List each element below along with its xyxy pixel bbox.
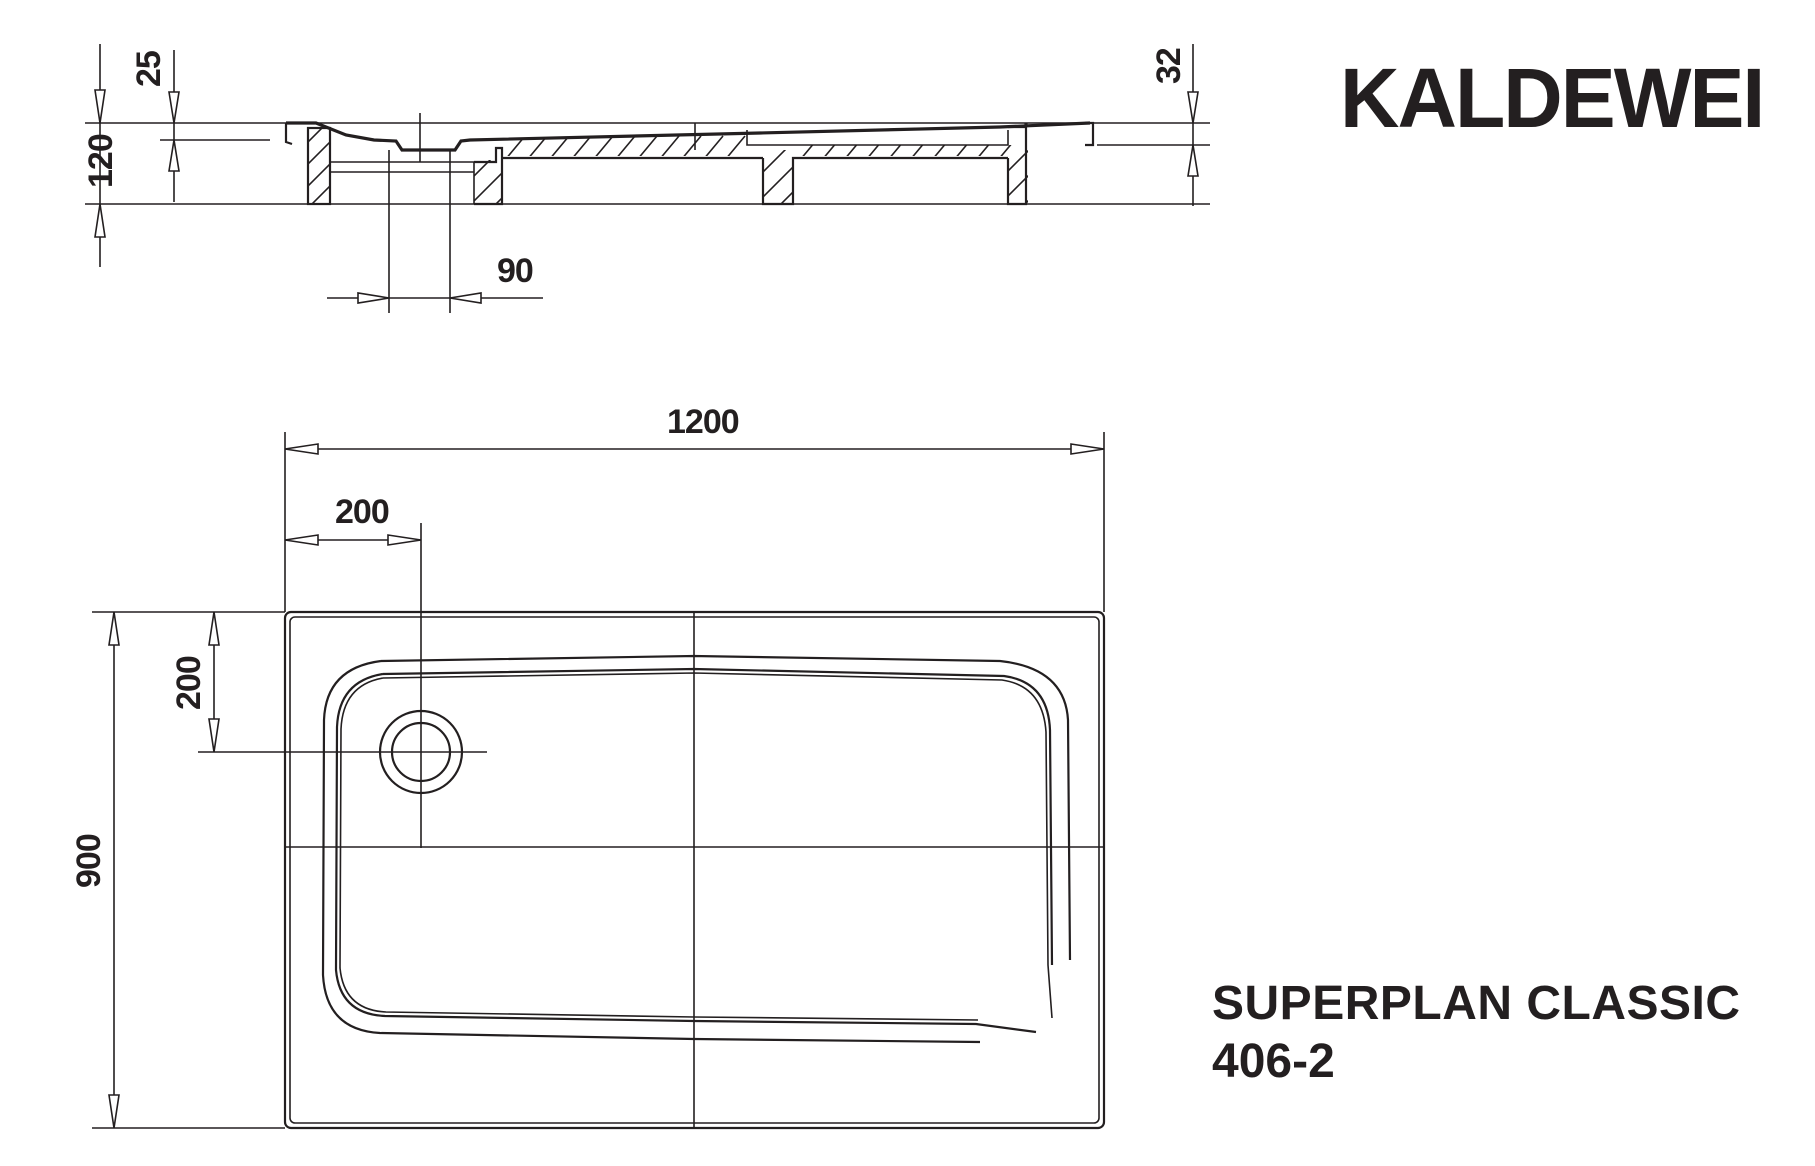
product-code: 406-2 (1212, 1035, 1335, 1088)
dim-label-120: 120 (82, 134, 120, 188)
dim-total-height: 120 (82, 44, 120, 267)
dim-drain-diameter: 90 (327, 150, 543, 313)
brand-logo: KALDEWEI (1340, 51, 1765, 145)
dim-rim-edge: 32 (1150, 44, 1199, 206)
dim-label-200-x: 200 (335, 493, 389, 531)
dim-drain-offset-y: 200 (170, 611, 487, 753)
dim-drain-offset-x: 200 (284, 493, 422, 848)
dim-label-900: 900 (70, 834, 108, 888)
dim-label-1200: 1200 (667, 403, 739, 441)
dim-width: 900 (70, 611, 285, 1129)
dim-label-200-y: 200 (170, 656, 208, 710)
dim-label-25: 25 (130, 51, 168, 87)
section-view: 120 25 32 90 (82, 44, 1210, 313)
dim-length: 1200 (284, 403, 1105, 612)
dim-label-90: 90 (497, 252, 533, 290)
dim-rim-depth: 25 (130, 50, 180, 202)
drain-icon (378, 709, 464, 795)
product-name: SUPERPLAN CLASSIC (1212, 977, 1741, 1030)
dim-label-32: 32 (1150, 48, 1188, 84)
plan-view: 1200 200 900 200 (70, 403, 1106, 1130)
